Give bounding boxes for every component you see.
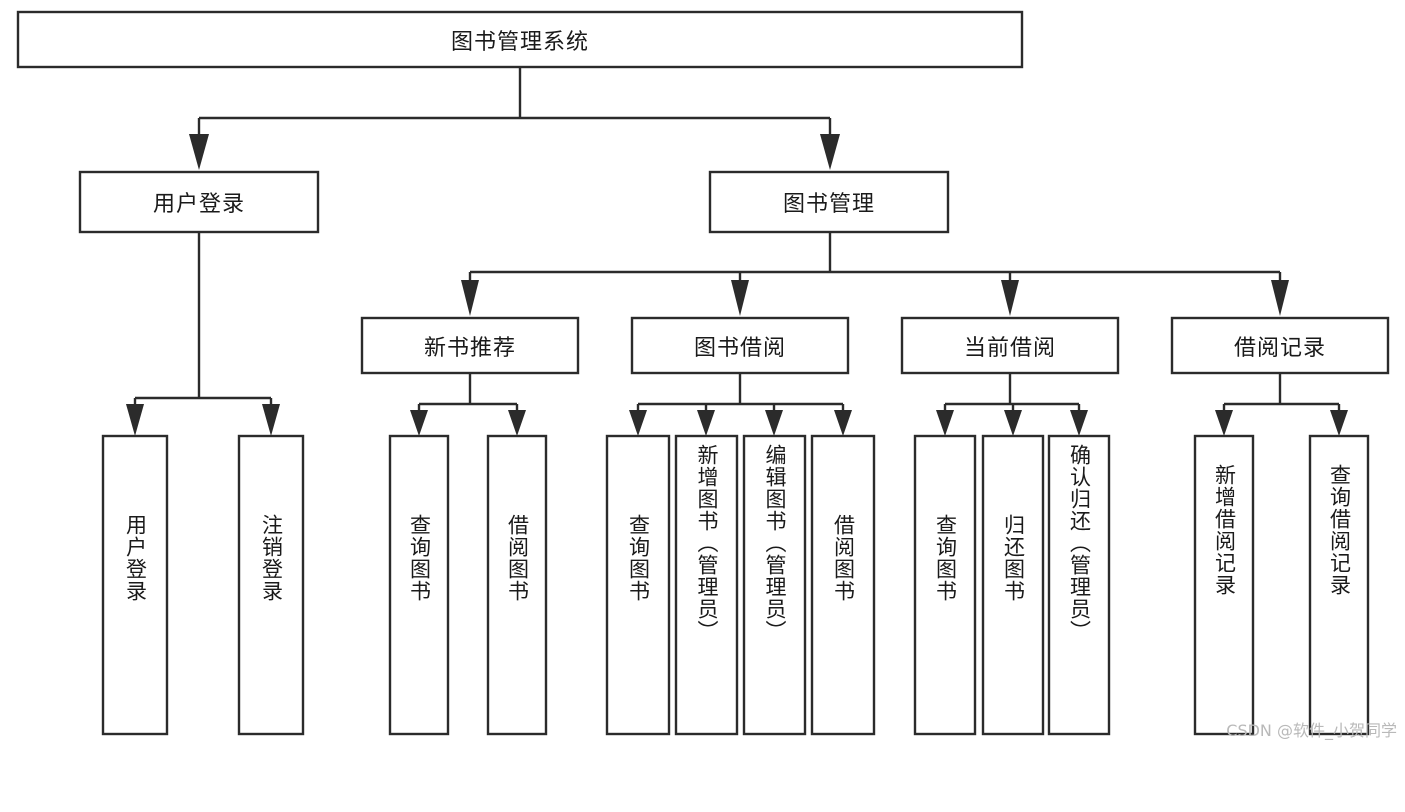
arrow-head-record-leaf-2 [1330, 410, 1348, 436]
node-book-management-box[interactable] [708, 170, 950, 234]
arrow-head-bookmgmt [820, 134, 840, 170]
node-leaf-current-confirm-box[interactable] [1047, 434, 1111, 736]
node-book-borrow-box[interactable] [630, 316, 850, 375]
arrow-head-current-leaf-1 [936, 410, 954, 436]
node-leaf-borrow-add-box[interactable] [674, 434, 739, 736]
arrow-head-newbook-leaf-1 [410, 410, 428, 436]
node-leaf-borrow-edit-box[interactable] [742, 434, 807, 736]
node-leaf-borrow-do-box[interactable] [810, 434, 876, 736]
node-leaf-newbook-borrow-box[interactable] [486, 434, 548, 736]
arrow-head-borrow-leaf-2 [697, 410, 715, 436]
node-new-book-recommend-box[interactable] [360, 316, 580, 375]
arrow-head-book-borrow [731, 280, 749, 316]
node-leaf-newbook-query-box[interactable] [388, 434, 450, 736]
diagram-canvas [16, 10, 1390, 736]
arrow-head-borrow-record [1271, 280, 1289, 316]
arrow-head-borrow-leaf-4 [834, 410, 852, 436]
arrow-head-borrow-leaf-3 [765, 410, 783, 436]
arrow-head-current-borrow [1001, 280, 1019, 316]
node-leaf-record-add-box[interactable] [1193, 434, 1255, 736]
arrow-head-login-leaf-2 [262, 404, 280, 436]
node-current-borrow-box[interactable] [900, 316, 1120, 375]
node-leaf-current-return-box[interactable] [981, 434, 1045, 736]
arrow-head-current-leaf-2 [1004, 410, 1022, 436]
node-root-box[interactable] [16, 10, 1024, 69]
node-borrow-record-box[interactable] [1170, 316, 1390, 375]
node-leaf-borrow-query-box[interactable] [605, 434, 671, 736]
arrow-head-borrow-leaf-1 [629, 410, 647, 436]
node-leaf-current-query-box[interactable] [913, 434, 977, 736]
node-leaf-user-login-box[interactable] [101, 434, 169, 736]
arrow-head-newbook-leaf-2 [508, 410, 526, 436]
node-leaf-logout-box[interactable] [237, 434, 305, 736]
node-user-login-box[interactable] [78, 170, 320, 234]
arrow-head-new-book [461, 280, 479, 316]
arrow-head-login [189, 134, 209, 170]
diagram-root: 图书管理系统 用户登录 图书管理 新书推荐 图书借阅 当前借阅 借阅记录 用户登… [16, 10, 1397, 740]
arrow-head-login-leaf-1 [126, 404, 144, 436]
node-leaf-record-query-box[interactable] [1308, 434, 1370, 736]
arrow-head-current-leaf-3 [1070, 410, 1088, 436]
arrow-head-record-leaf-1 [1215, 410, 1233, 436]
